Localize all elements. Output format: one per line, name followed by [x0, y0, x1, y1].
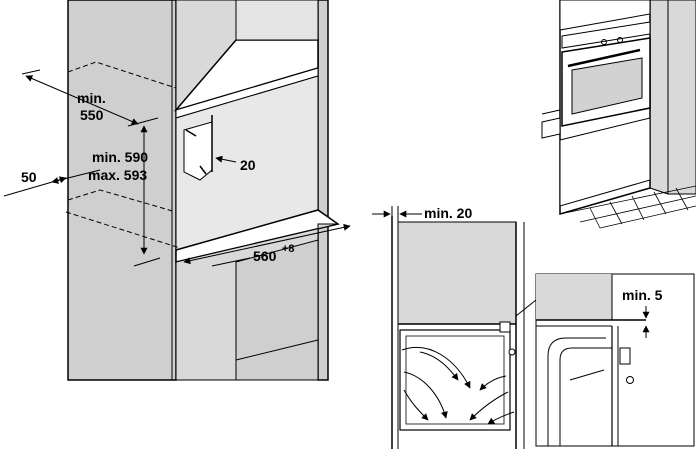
oven-cabinet-side [649, 0, 669, 195]
vent-slot [183, 121, 213, 181]
section-top-block [397, 221, 517, 325]
height-min-label: min. 590 [92, 149, 148, 165]
width-tolerance-label: +8 [282, 243, 295, 255]
rear-gap-label: min. 20 [424, 205, 472, 221]
oven-window [571, 57, 643, 115]
depth-min-label: min. [77, 90, 106, 106]
depth-min-value: 550 [80, 107, 104, 123]
oven-installed-drawing [541, 0, 696, 229]
side-gap-label: 50 [21, 169, 37, 185]
section-drawing: min. 20 [372, 205, 537, 449]
depth-dimension-line [25, 75, 139, 125]
cabinet-drawing: min. 550 min. 590 max. 593 50 20 560 +8 [3, 0, 351, 381]
detail-inset: min. 5 [535, 273, 695, 447]
oven-envelope-dashed [67, 61, 177, 89]
upper-niche-opening [235, 0, 319, 41]
width-value-label: 560 [253, 248, 277, 264]
cabinet-left-panel [67, 0, 177, 381]
detail-frame [535, 273, 695, 447]
vent-opening-label: 20 [240, 157, 256, 173]
detail-top-panel [536, 274, 612, 320]
top-gap-label: min. 5 [622, 287, 663, 303]
width-dimension-line [183, 223, 351, 265]
airflow-arrows [401, 346, 515, 425]
floor-tiles [559, 185, 696, 229]
height-max-label: max. 593 [88, 167, 147, 183]
cabinet-right-panel [317, 0, 329, 381]
